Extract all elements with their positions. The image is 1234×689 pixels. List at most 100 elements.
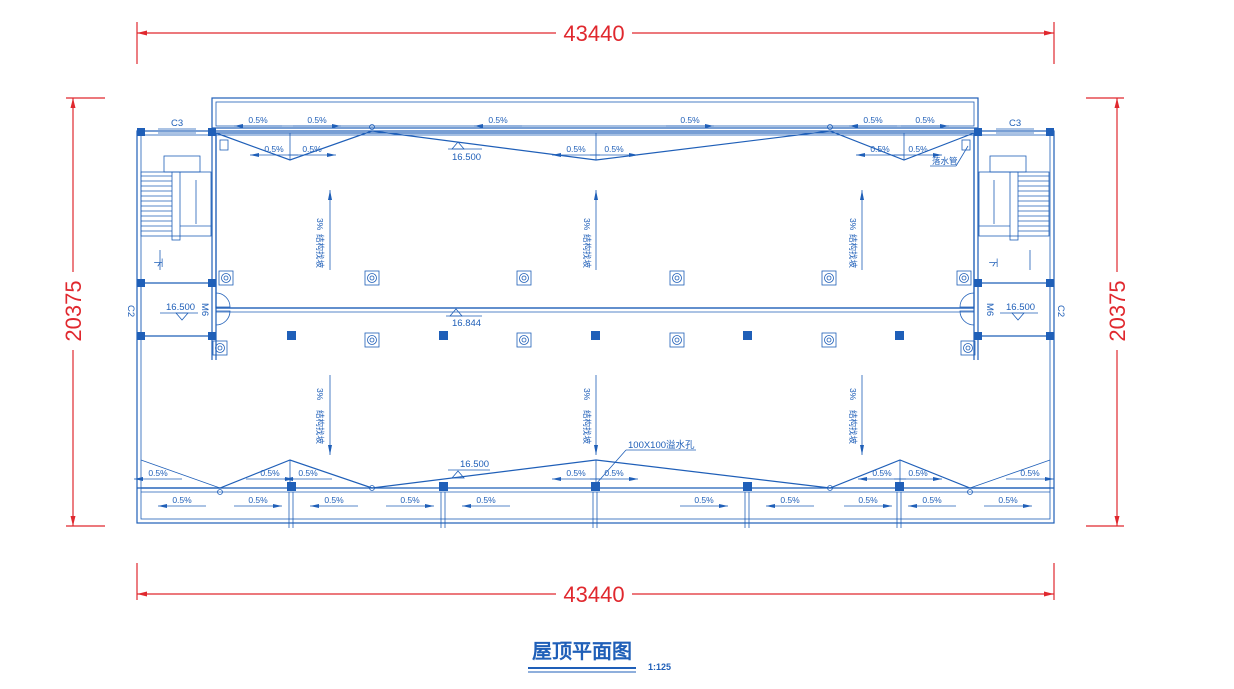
slope-arrow: 0.5% [894,144,942,157]
column-icon [974,332,982,340]
slope-label: 0.5% [858,495,878,505]
column-icon [287,331,296,340]
roof-drain-icon [821,270,837,286]
column-icon [208,332,216,340]
elevation-triangle-icon [451,470,465,479]
roof-drain-icon [956,270,972,286]
column-icon [591,331,600,340]
roof-slope-label: 3% [848,388,858,401]
roof-drain-icon [364,270,380,286]
slope-label: 0.5% [148,468,168,478]
slope-arrow: 0.5% [766,495,814,508]
stair-left: 下 [140,155,212,270]
slope-arrow: 0.5% [474,115,522,128]
roof-slope-label: 3% [582,388,592,401]
slope-arrow: 0.5% [158,495,206,508]
roof-drain-icon [218,270,234,286]
slope-label: 0.5% [922,495,942,505]
elevation-triangle-icon [175,312,189,321]
slope-note: 结构找坡 [315,234,325,269]
dimension-left: 20375 [61,97,105,527]
slope-note: 结构找坡 [848,234,858,269]
slope-label: 0.5% [298,468,318,478]
column-icon [743,331,752,340]
hole-note: 100X100溢水孔 [628,439,695,451]
roof-drain-icon [364,332,380,348]
slope-arrow: 0.5% [284,468,332,481]
roof-slope-label: 3% [315,218,325,231]
dimension-left-value: 20375 [61,280,86,341]
slope-label: 0.5% [998,495,1018,505]
slope-note: 结构找坡 [848,410,858,445]
slope-label: 0.5% [248,495,268,505]
elevation-mid: 16.844 [452,318,481,329]
roof-drain-icon [960,340,976,356]
columns [137,128,1054,491]
slope-label: 0.5% [908,144,928,154]
elevation-triangle-icon [449,308,463,317]
slope-label: 0.5% [604,144,624,154]
column-icon [974,128,982,136]
door-m6-right: M6 [984,303,995,316]
slope-arrow: 0.5% [901,115,949,128]
slope-label: 0.5% [694,495,714,505]
drawing-title-text: 屋顶平面图 [532,639,632,663]
roof-slope-label: 3% [848,218,858,231]
openings: C3 C3 C2 C2 M6 M6 [125,118,1066,326]
column-icon [1046,279,1054,287]
column-icon [895,482,904,491]
slope-label: 0.5% [260,468,280,478]
window-c2-left: C2 [125,305,136,317]
slope-arrow: 0.5% [288,144,336,157]
slope-arrow: 0.5% [590,144,638,157]
door-m6-left: M6 [199,303,210,316]
column-icon [137,128,145,136]
slope-arrow: 0.5% [386,495,434,508]
column-icon [743,482,752,491]
slope-label: 0.5% [604,468,624,478]
slope-label: 0.5% [476,495,496,505]
slope-arrow: 0.5% [680,495,728,508]
ridge-lines-top [215,124,975,161]
slope-arrow: 0.5% [984,495,1032,508]
roof-slope-label: 3% [582,218,592,231]
column-icon [974,279,982,287]
notes: 100X100溢水孔 落水管 [595,145,969,485]
slope-label: 0.5% [915,115,935,125]
roof-drains [212,270,976,356]
drain-note: 落水管 [932,156,958,166]
roof-drain-icon [669,270,685,286]
window-c3-right: C3 [1009,118,1021,129]
dimension-top: 43440 [136,21,1055,64]
slope-arrow: 0.5% [666,115,714,128]
slope-arrow: 0.5% [894,468,942,481]
slope-label: 0.5% [302,144,322,154]
slope-note: 结构找坡 [582,234,592,269]
column-icon [208,279,216,287]
slope-label: 0.5% [488,115,508,125]
column-icon [287,482,296,491]
drawing-scale: 1:125 [648,662,671,672]
column-icon [208,128,216,136]
roof-drain-icon [821,332,837,348]
slope-label: 0.5% [264,144,284,154]
slope-label: 0.5% [324,495,344,505]
slope-label: 0.5% [400,495,420,505]
dimension-right-value: 20375 [1105,280,1130,341]
slope-arrow: 0.5% [293,115,341,128]
column-icon [895,331,904,340]
slope-label: 0.5% [566,144,586,154]
building-outline [136,97,1055,528]
roof-drain-icon [516,270,532,286]
elevation-markers: 16.500 16.844 16.500 16.500 16.500 [160,141,1038,479]
slope-label: 0.5% [872,468,892,478]
elevation-top: 16.500 [452,152,481,163]
slope-arrow: 0.5% [1006,468,1054,481]
column-icon [137,279,145,287]
slope-arrow: 0.5% [849,115,897,128]
slope-arrow: 0.5% [908,495,956,508]
slope-labels: 0.5% 0.5% 0.5% 0.5% 0.5% 0.5% 0.5% 0.5% 0.5% 0.5%… [134,115,1054,508]
slope-label: 0.5% [680,115,700,125]
column-icon [1046,128,1054,136]
